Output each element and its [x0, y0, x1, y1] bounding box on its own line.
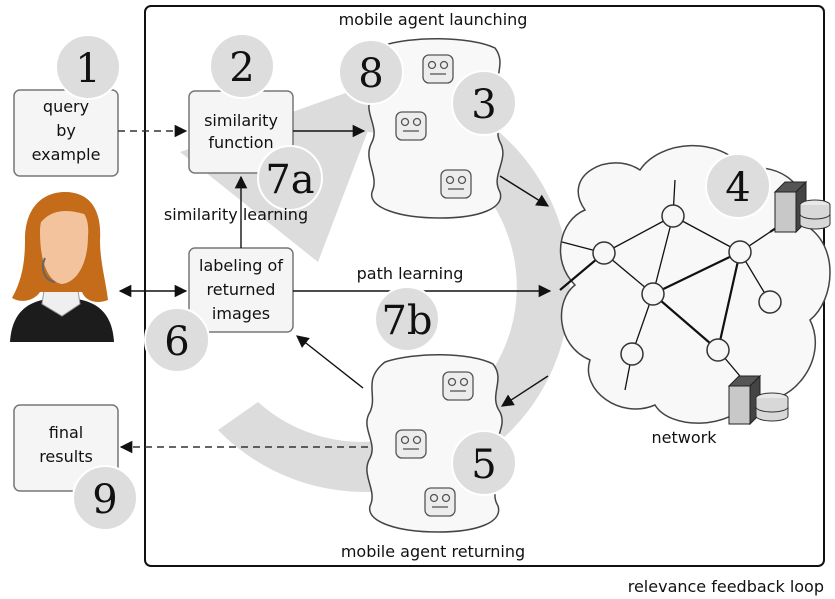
returning-label: mobile agent returning: [341, 542, 525, 561]
robot-agent-icon: [422, 54, 454, 84]
similarity-box-line-1: similarity: [204, 111, 278, 130]
step-circle-4: [705, 153, 771, 219]
user-avatar-icon: [10, 192, 114, 342]
step-circle-5: [451, 430, 517, 496]
step-5-number: 5: [471, 442, 496, 488]
server-database-icon: [773, 180, 831, 234]
launching-label: mobile agent launching: [339, 10, 528, 29]
final-box-line-2: results: [39, 447, 93, 466]
path-learning-label: path learning: [357, 264, 464, 283]
step-9-number: 9: [92, 477, 117, 523]
final-box-line-1: final: [49, 423, 83, 442]
robot-agent-icon: [395, 111, 427, 141]
network-to-return-arrow: [500, 375, 549, 407]
step-6-number: 6: [164, 319, 189, 365]
step-circle-8: [338, 39, 404, 105]
network-node: [641, 282, 665, 306]
robot-agent-icon: [440, 169, 472, 199]
step-circle-3: [451, 70, 517, 136]
network-label: network: [652, 428, 718, 447]
step-circle-9: [72, 465, 138, 531]
similarity-box-line-2: function: [208, 133, 273, 152]
network-node: [728, 240, 752, 264]
step-circle-6: [144, 307, 210, 373]
network-node: [706, 338, 730, 362]
step-8-number: 8: [358, 51, 383, 97]
step-circle-7b: [374, 286, 440, 352]
network-cloud: [559, 144, 831, 424]
query-box-line-3: example: [32, 145, 101, 164]
launch-to-network-arrow: [499, 175, 550, 207]
query-box-line-1: query: [43, 97, 89, 116]
return-to-labeling-arrow: [296, 335, 364, 389]
similarity-learning-label: similarity learning: [164, 205, 308, 224]
server-database-icon: [727, 374, 789, 426]
step-circle-7a: [257, 145, 323, 211]
loop-label: relevance feedback loop: [628, 577, 824, 596]
step-1-number: 1: [75, 46, 100, 92]
network-node: [758, 290, 782, 314]
network-node: [661, 204, 685, 228]
labeling-box-line-2: returned: [207, 280, 276, 299]
step-7a-number: 7a: [265, 157, 314, 203]
labeling-box-line-1: labeling of: [199, 256, 283, 275]
network-node: [620, 342, 644, 366]
step-2-number: 2: [229, 45, 254, 91]
step-3-number: 3: [471, 82, 496, 128]
labeling-box-line-3: images: [212, 304, 270, 323]
step-7b-number: 7b: [381, 298, 432, 344]
robot-agent-icon: [395, 429, 427, 459]
robot-agent-icon: [442, 371, 474, 401]
step-4-number: 4: [725, 165, 750, 211]
robot-agent-icon: [424, 487, 456, 517]
network-node: [592, 241, 616, 265]
step-circle-1: [55, 34, 121, 100]
step-circle-2: [209, 33, 275, 99]
query-box-line-2: by: [56, 121, 76, 140]
